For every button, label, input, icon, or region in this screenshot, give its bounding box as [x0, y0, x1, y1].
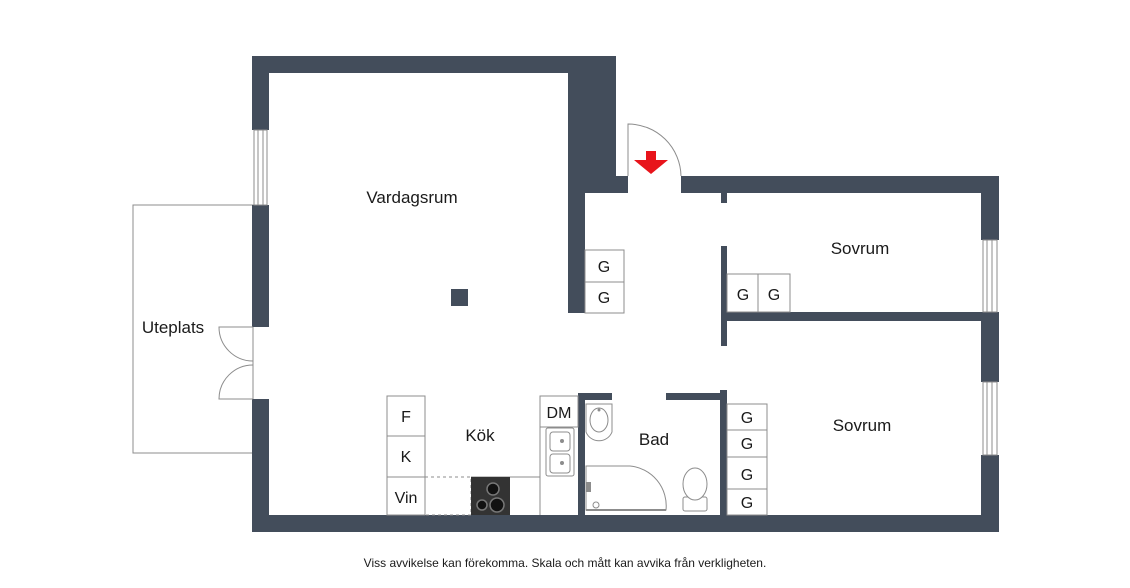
wall-left-1 [252, 56, 269, 130]
column [451, 289, 468, 306]
bed1-wardrobe-2-label: G [768, 287, 780, 304]
washbasin-icon [585, 403, 613, 442]
hall-wardrobe-1 [584, 249, 625, 283]
counter-left [424, 476, 472, 516]
bed1-wardrobes: G G [726, 273, 791, 313]
bed2-wardrobe-1-label: G [741, 410, 753, 427]
stove-icon [471, 477, 510, 515]
bath-fixtures [585, 403, 708, 512]
wall-left-3 [252, 399, 269, 532]
hall-wardrobes: G G [584, 249, 625, 314]
wine-cooler [386, 476, 426, 516]
wall-right-2 [981, 312, 999, 382]
bed2-wardrobe-4-label: G [741, 495, 753, 512]
wall-block-living [568, 56, 616, 186]
wall-right-3 [981, 455, 999, 532]
patio-door-swing-top [218, 326, 254, 362]
room-label-uteplats: Uteplats [142, 318, 204, 337]
walls [252, 56, 999, 532]
wall-right-1 [981, 176, 999, 240]
toilet-icon [682, 467, 708, 512]
bed2-wardrobe-2-label: G [741, 436, 753, 453]
wall-bath-top-left [578, 393, 612, 400]
bed1-wardrobe-2 [757, 273, 791, 313]
wall-bed1-stub [721, 193, 727, 203]
windows [253, 129, 998, 456]
wall-top-living [252, 56, 616, 73]
window-bed1 [982, 239, 998, 313]
entrance-door-swing [627, 123, 682, 177]
dishwasher-label: DM [547, 405, 572, 422]
sink-icon [545, 427, 575, 477]
bed1-wardrobe-1 [726, 273, 759, 313]
wall-bath-top-right [666, 393, 727, 400]
wall-top-right [681, 176, 999, 193]
disclaimer-text: Viss avvikelse kan förekomma. Skala och … [363, 556, 767, 570]
bed2-wardrobe-4 [726, 488, 768, 516]
arrow-down-icon [634, 151, 668, 174]
patio [132, 204, 254, 454]
patio-outline [132, 204, 254, 454]
bed2-wardrobes: G G G G [726, 403, 768, 516]
room-label-sovrum-2: Sovrum [833, 416, 892, 435]
wall-bath-left [578, 393, 585, 515]
window-living-left [253, 129, 268, 206]
kitchen-fixtures: F K Vin DM [386, 395, 579, 516]
room-label-kok: Kök [465, 426, 495, 445]
bed1-wardrobe-1-label: G [737, 287, 749, 304]
room-label-bad: Bad [639, 430, 669, 449]
wall-left-2 [252, 205, 269, 327]
wall-living-hall [568, 176, 585, 313]
wall-bath-right [720, 390, 727, 515]
bed2-wardrobe-3-label: G [741, 467, 753, 484]
freezer-label: K [401, 449, 412, 466]
patio-door-swing-bottom [218, 364, 254, 400]
doors [218, 123, 682, 400]
hall-wardrobe-1-label: G [598, 259, 610, 276]
bed2-wardrobe-2 [726, 429, 768, 458]
freezer [386, 435, 426, 478]
shower-icon [585, 465, 667, 511]
wall-bottom [252, 515, 999, 532]
fridge [386, 395, 426, 437]
hall-wardrobe-2 [584, 281, 625, 314]
wall-bedrooms [721, 312, 999, 321]
fridge-label: F [401, 409, 411, 426]
room-label-vardagsrum: Vardagsrum [366, 188, 457, 207]
hall-wardrobe-2-label: G [598, 290, 610, 307]
room-label-sovrum-1: Sovrum [831, 239, 890, 258]
room-labels: Vardagsrum Uteplats Kök Bad Sovrum Sovru… [142, 188, 891, 449]
dishwasher [539, 395, 579, 428]
bed2-wardrobe-3 [726, 456, 768, 490]
wine-label: Vin [395, 490, 418, 507]
window-bed2 [982, 381, 998, 456]
wall-bed1-left [721, 246, 727, 346]
